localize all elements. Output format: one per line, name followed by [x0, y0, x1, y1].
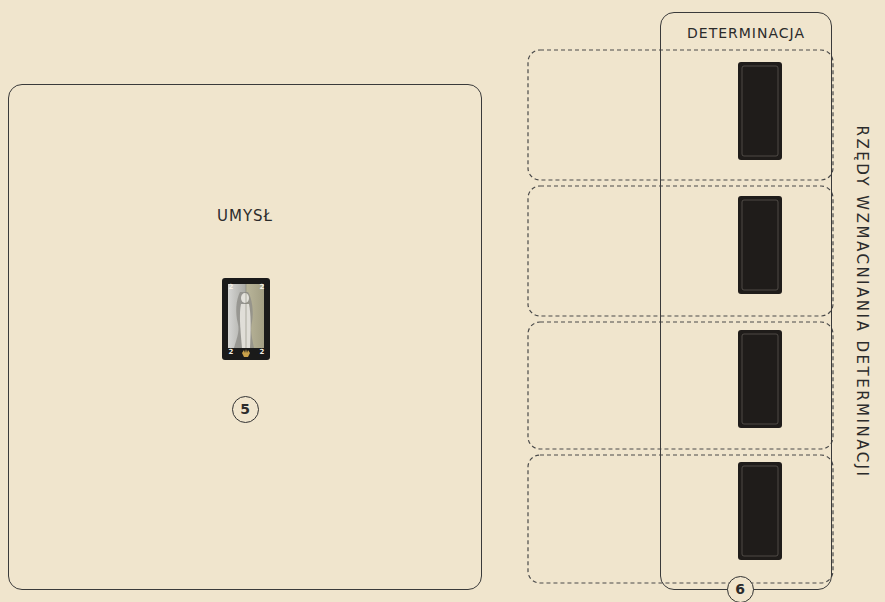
card-value: 2 [260, 284, 265, 291]
card-value: 2 [229, 284, 234, 291]
boost-row [528, 455, 833, 583]
area-title: DETERMINACJA [661, 25, 831, 41]
boost-row [528, 322, 833, 449]
card-back [738, 330, 782, 428]
mind-area: UMYSŁ [8, 84, 482, 590]
boost-row [528, 50, 833, 180]
boost-row [528, 186, 833, 316]
rows-label: RZĘDY WZMACNIANIA DETERMINACJI [853, 126, 871, 479]
boost-rows [528, 50, 833, 583]
card-value: 2 [260, 349, 265, 356]
area-title: UMYSŁ [9, 207, 481, 225]
card-back [738, 462, 782, 560]
card-value: 2 [229, 349, 234, 356]
face-up-card [222, 278, 270, 360]
determination-column: DETERMINACJA [660, 12, 832, 590]
callout-number: 5 [232, 396, 259, 423]
card-backs [738, 62, 782, 560]
card-back [738, 196, 782, 294]
callout-number: 6 [727, 576, 754, 602]
card-back [738, 62, 782, 160]
